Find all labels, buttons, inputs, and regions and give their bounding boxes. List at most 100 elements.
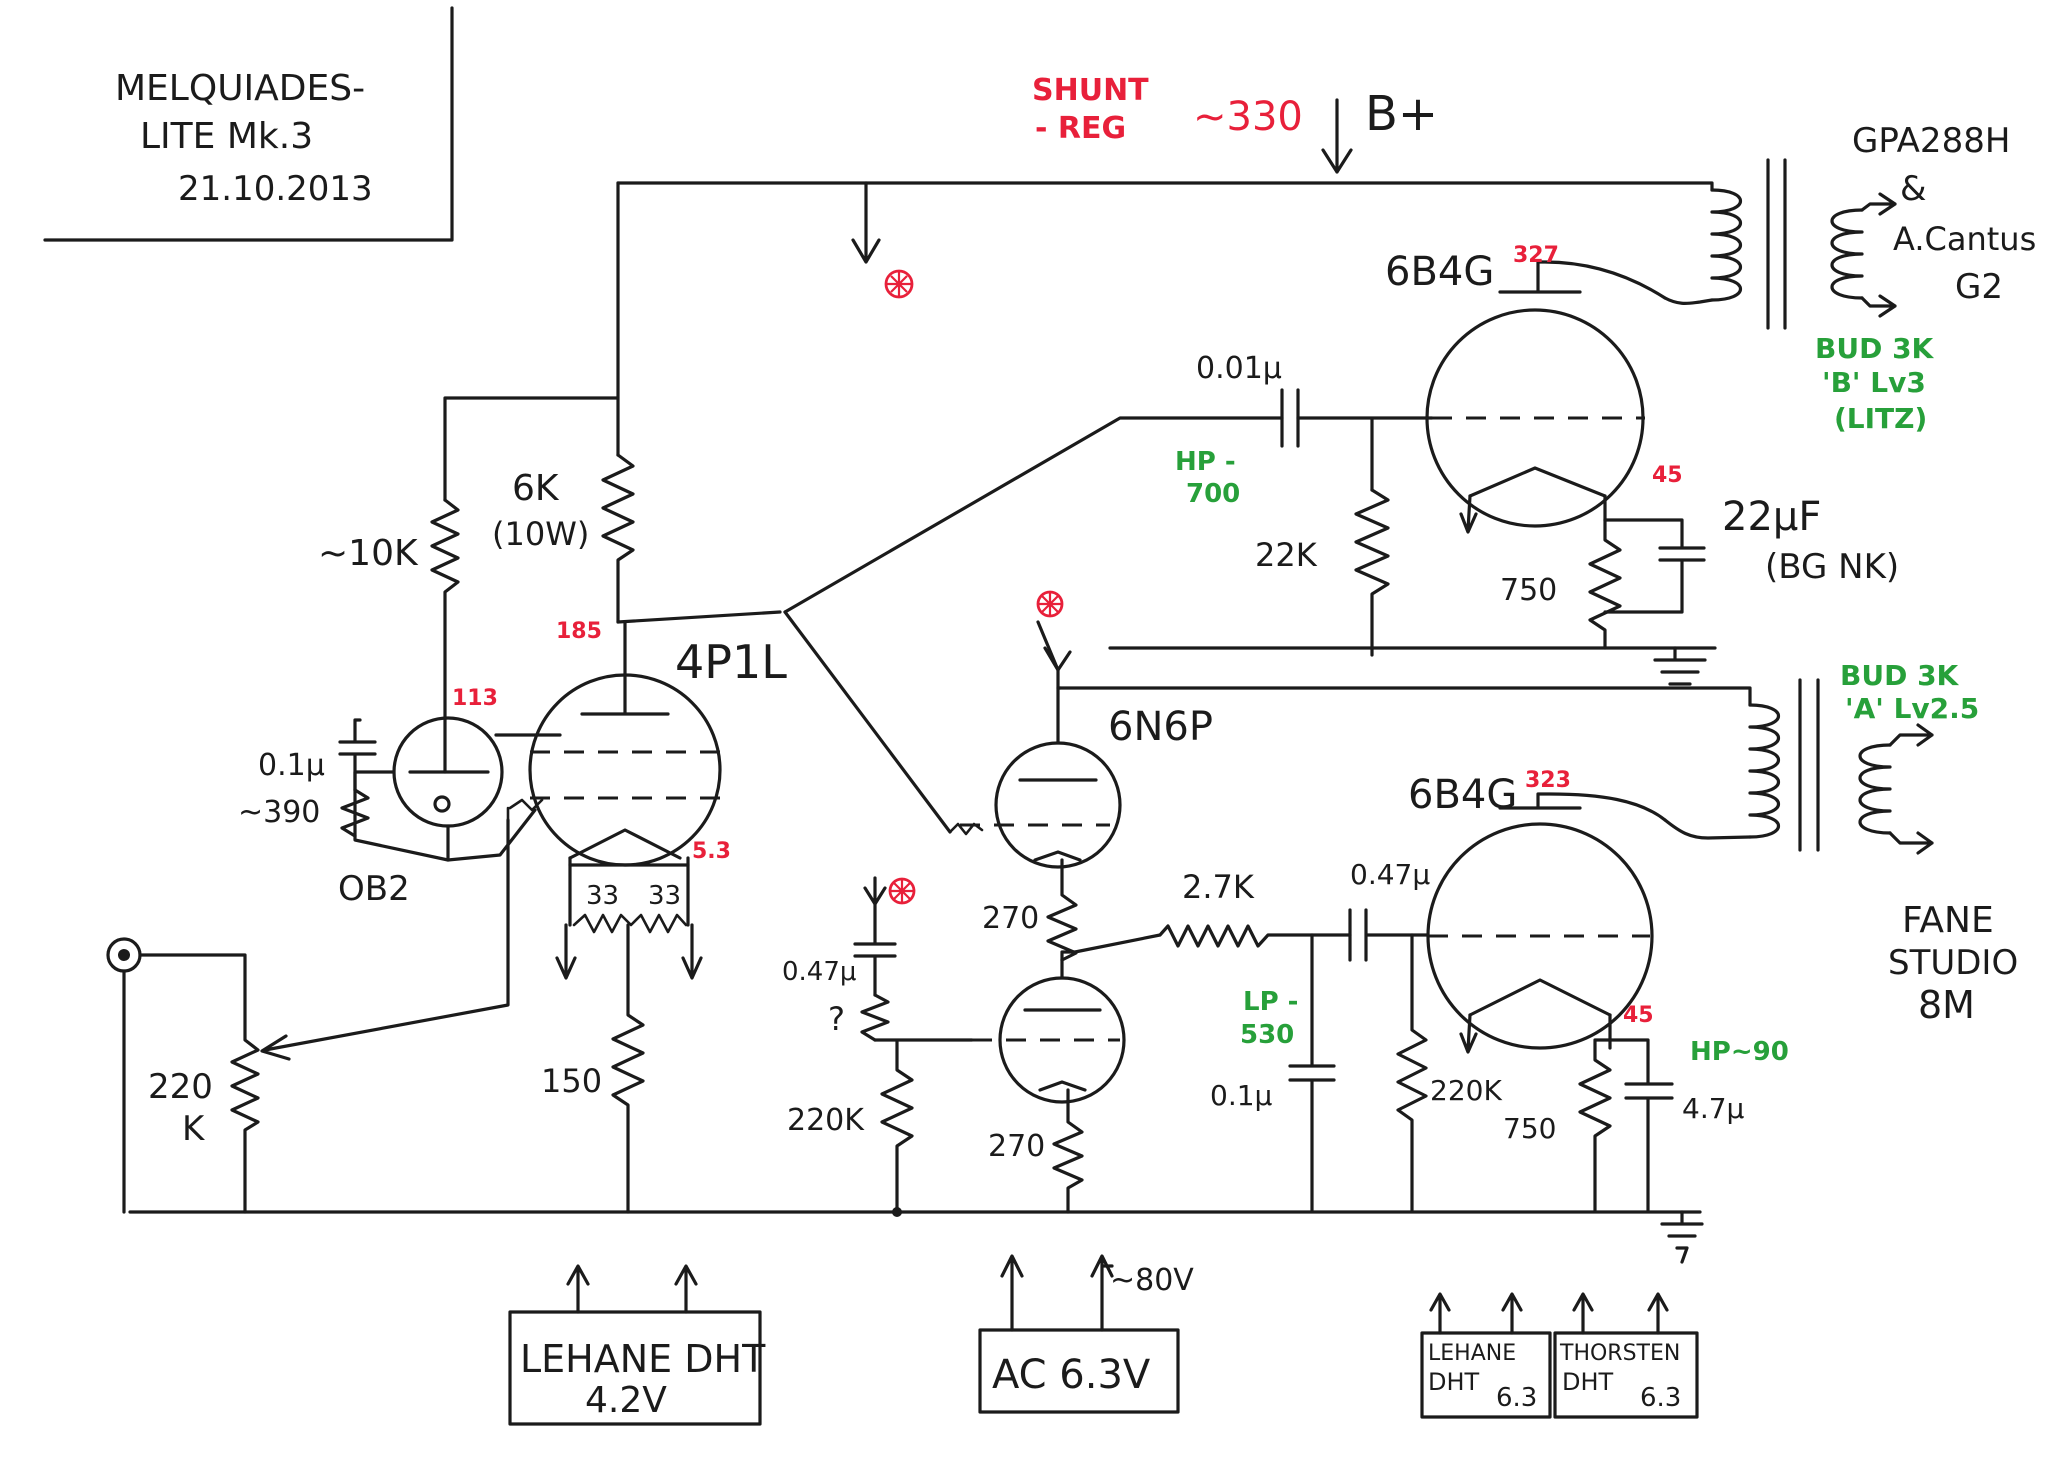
test-point-arrow-3 <box>863 876 887 906</box>
voltage-113: 113 <box>452 686 498 711</box>
secondary-leads-bottom <box>1888 723 1934 855</box>
tube-label-4p1l: 4P1L <box>675 635 787 689</box>
6n6p-grid-network: 0.47μ ? 220K <box>782 876 974 1217</box>
title-block: MELQUIADES- LITE Mk.3 21.10.2013 <box>43 6 454 242</box>
tube-6b4g-top: 6B4G 327 45 <box>1385 243 1683 534</box>
tube-label-6b4g-bottom: 6B4G <box>1408 772 1517 818</box>
label-bgnk: (BG NK) <box>1765 547 1899 587</box>
primary-winding-top <box>1710 188 1743 302</box>
rail-tap-arrow <box>851 181 881 264</box>
capacitor-0-47u-top <box>853 902 897 997</box>
6n6p-upper-anode-feed <box>1056 668 1062 690</box>
voltage-327: 327 <box>1513 243 1559 268</box>
speaker-label-3: 8M <box>1918 983 1975 1027</box>
label-hp90: HP~90 <box>1690 1037 1789 1067</box>
srpp-node <box>1060 950 1077 962</box>
cathode-6n6p-upper <box>1033 850 1082 862</box>
label-270-lower: 270 <box>988 1129 1045 1164</box>
lehane-dht-voltage: 4.2V <box>585 1380 667 1421</box>
resistor-270-upper <box>1046 858 1078 962</box>
b-plus-label: B+ <box>1365 86 1438 142</box>
trafo-top-label-3: A.Cantus <box>1893 220 2036 258</box>
volume-pot-220k <box>138 953 260 1214</box>
test-point-arrow-2 <box>1036 620 1072 672</box>
filament-top <box>1468 466 1607 498</box>
label-33-left: 33 <box>586 881 619 911</box>
trafo-top-label-4: G2 <box>1955 267 2003 307</box>
plate-6n6p-lower <box>1023 958 1102 1012</box>
bottom-grid-network: 2.7K 0.47μ LP - 530 0.1μ 220K <box>1073 858 1502 1212</box>
lehane-dht-label: LEHANE DHT <box>520 1337 766 1381</box>
input-jack-pin <box>118 949 130 961</box>
label-0-01u: 0.01μ <box>1196 351 1282 386</box>
cathode-6n6p-lower <box>1038 1080 1087 1092</box>
resistor-220k-a <box>873 1038 974 1214</box>
resistor-270-lower <box>1052 1088 1084 1214</box>
bud-a-label-1: BUD 3K <box>1840 659 1960 692</box>
thorsten-box <box>1553 1331 1699 1419</box>
lehane-b-label-1: LEHANE <box>1428 1341 1516 1366</box>
resistor-750-top <box>1588 518 1622 650</box>
label-750-bottom: 750 <box>1503 1112 1556 1145</box>
lehane-dht-box <box>508 1310 762 1426</box>
label-220k-a: 220K <box>787 1103 865 1138</box>
coupling-wire-top <box>783 416 1284 614</box>
trafo-top-label-2: & <box>1900 169 1927 209</box>
lehane-b-arrows <box>1429 1292 1523 1335</box>
tube-label-6b4g-top: 6B4G <box>1385 249 1494 295</box>
label-hp700-1: HP - <box>1175 447 1236 477</box>
title-line1: MELQUIADES- <box>115 68 365 109</box>
b-plus-rail-bottom <box>1058 686 1752 707</box>
label-hp700-2: 700 <box>1186 479 1240 509</box>
label-270-upper: 270 <box>982 901 1039 936</box>
tube-6n6p: 6N6P 270 270 <box>783 590 1213 1214</box>
thorsten-label-3: 6.3 <box>1640 1383 1681 1413</box>
voltage-45-top: 45 <box>1652 463 1683 488</box>
b-plus-supply: SHUNT - REG ~330 B+ <box>1032 73 1438 174</box>
label-750-top: 750 <box>1500 573 1557 608</box>
bud-a-label-2: 'A' Lv2.5 <box>1845 692 1979 725</box>
label-22uF: 22μF <box>1722 494 1821 540</box>
ob2-leads <box>443 716 450 862</box>
title-date: 21.10.2013 <box>178 169 373 209</box>
label-10w: (10W) <box>492 515 589 553</box>
label-0-1u-bottom: 0.1μ <box>1210 1079 1273 1112</box>
ob2-section: 0.1μ ~390 ~10K OB2 113 <box>238 498 562 909</box>
label-4-7u: 4.7μ <box>1682 1092 1745 1125</box>
primary-winding-bottom <box>1748 703 1781 839</box>
output-transformer-bottom: BUD 3K 'A' Lv2.5 FANE STUDIO 8M <box>1058 659 2018 1027</box>
capacitor-4-7u <box>1608 1038 1674 1212</box>
tube-envelope-6n6p-upper <box>994 741 1122 869</box>
lehane-b-box <box>1420 1331 1552 1419</box>
supply-voltage: ~330 <box>1193 94 1303 140</box>
ac-80v-label: ~80V <box>1110 1263 1194 1298</box>
label-10k: ~10K <box>318 533 419 574</box>
capacitor-0-01u <box>1280 388 1300 448</box>
label-lp530-1: LP - <box>1243 987 1298 1017</box>
core-bottom <box>1798 678 1820 852</box>
filament-4p1l <box>568 828 682 860</box>
lehane-arrows <box>566 1264 698 1314</box>
filament-leads-top <box>1459 494 1607 534</box>
resistor-220k-bottom <box>1396 933 1428 1212</box>
shunt-label-1: SHUNT <box>1032 73 1149 108</box>
tube-4p1l: 4P1L 33 33 150 6K (10W) 185 5.3 <box>492 453 787 1214</box>
ac-arrows <box>1000 1254 1114 1332</box>
resistor-750-bottom <box>1578 1038 1612 1212</box>
ac-63-label: AC 6.3V <box>992 1352 1151 1398</box>
bud-b-label-3: (LITZ) <box>1834 402 1927 435</box>
shunt-label-2: - REG <box>1035 111 1126 146</box>
capacitor-0-47u-bottom <box>1348 908 1430 962</box>
resistor-22k <box>1354 488 1390 657</box>
b-plus-arrow <box>1321 98 1353 174</box>
label-220k-bottom: 220K <box>1430 1074 1502 1107</box>
filament-bottom <box>1468 978 1612 1017</box>
label-0-47u-bottom: 0.47μ <box>1350 858 1430 891</box>
bud-b-label-2: 'B' Lv3 <box>1822 366 1926 399</box>
secondary-winding-bottom <box>1858 743 1892 835</box>
rail-drop-4p1l <box>443 181 620 502</box>
plate-4p1l <box>580 620 670 716</box>
output-transformer-top: GPA288H & A.Cantus G2 BUD 3K 'B' Lv3 (LI… <box>1663 121 2036 435</box>
resistor-unknown <box>860 993 890 1042</box>
